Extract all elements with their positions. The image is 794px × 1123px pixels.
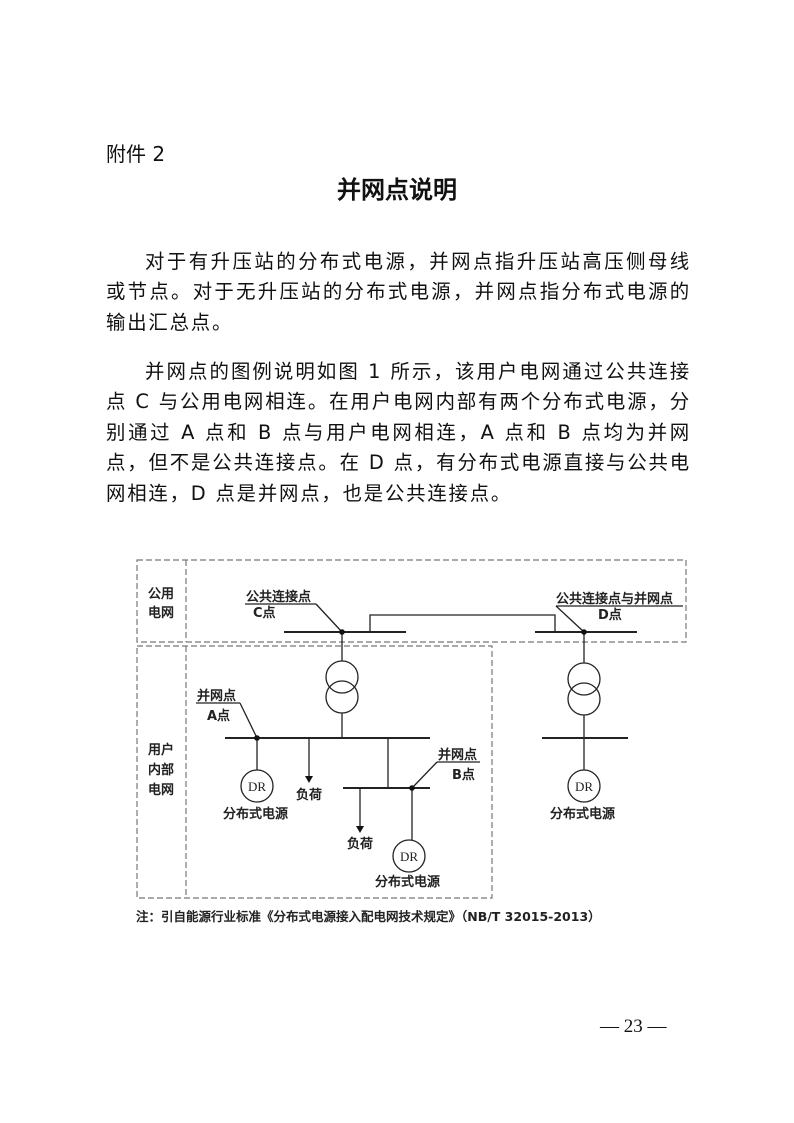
transformer-c-upper (325, 660, 359, 694)
point-a-sub: A点 (207, 708, 230, 724)
transformer-d-lower (567, 682, 601, 716)
load-2-arrow (356, 826, 364, 833)
paragraph-1: 对于有升压站的分布式电源，并网点指升压站高压侧母线或节点。对于无升压站的分布式电… (106, 250, 691, 334)
point-c-title: 公共连接点 (246, 589, 311, 605)
load-1-label: 负荷 (296, 787, 322, 803)
transformer-d-upper (567, 662, 601, 696)
page-title: 并网点说明 (337, 176, 457, 204)
attachment-label: 附件 2 (106, 142, 166, 166)
leader-d-diag (555, 605, 585, 633)
point-d-sub: D点 (598, 607, 622, 623)
dr-b-circle (392, 839, 426, 873)
point-c-dot (339, 629, 345, 635)
user-grid-label-3: 电网 (148, 782, 174, 798)
public-grid-label-1: 公用 (148, 587, 174, 602)
paragraph-2: 并网点的图例说明如图 1 所示，该用户电网通过公共连接点 C 与公用电网相连。在… (106, 360, 691, 505)
transformer-c-lower (325, 680, 359, 714)
point-d-title: 公共连接点与并网点 (556, 591, 673, 607)
point-b-dot (409, 785, 415, 791)
dr-d-symbol: DR (575, 779, 593, 794)
public-line (369, 614, 556, 632)
point-c-sub: C点 (253, 605, 276, 621)
leader-b-diag (411, 761, 438, 789)
point-b-title: 并网点 (438, 747, 477, 763)
dr-d-label: 分布式电源 (550, 806, 615, 822)
dr-a-circle (240, 769, 274, 803)
public-grid-label-2: 电网 (148, 605, 174, 621)
dr-b-label: 分布式电源 (375, 874, 440, 890)
point-d-dot (581, 629, 587, 635)
public-grid-boundary (136, 559, 687, 643)
dr-a-symbol: DR (248, 779, 266, 794)
leader-c-diag (315, 603, 343, 633)
point-a-title: 并网点 (197, 688, 236, 704)
dr-d-circle (567, 769, 601, 803)
user-grid-label-2: 内部 (148, 762, 174, 778)
leader-a-diag (239, 702, 258, 739)
source-note: 注：引自能源行业标准《分布式电源接入配电网技术规定》（NB/T 32015-20… (136, 909, 601, 924)
page-number: — 23 — (600, 1016, 667, 1037)
user-grid-label-1: 用户 (147, 742, 174, 758)
point-a-dot (254, 735, 260, 741)
user-grid-boundary (136, 645, 493, 899)
dr-b-symbol: DR (400, 849, 418, 864)
point-b-sub: B点 (452, 767, 475, 783)
load-1-arrow (305, 776, 313, 783)
load-2-label: 负荷 (347, 836, 373, 852)
dr-a-label: 分布式电源 (223, 806, 288, 822)
